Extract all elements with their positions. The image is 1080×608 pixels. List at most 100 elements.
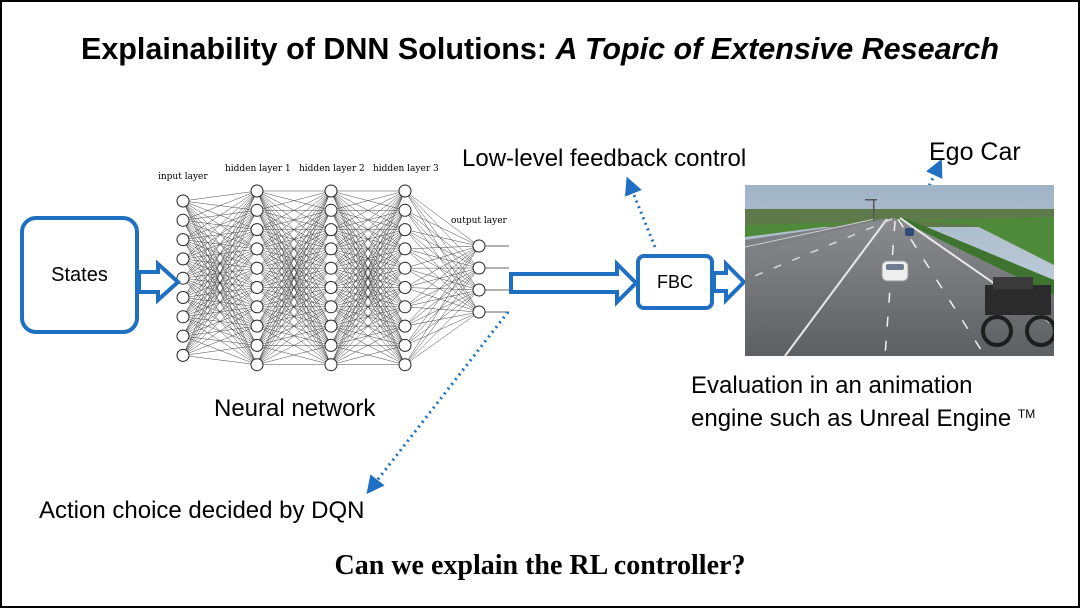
nn-node-layer-0 (176, 194, 190, 208)
nn-edge (182, 190, 258, 317)
nn-node-layer-1 (250, 242, 264, 256)
nn-edge (330, 190, 406, 288)
nn-edge (182, 355, 258, 365)
nn-edge (256, 190, 332, 211)
nn-edge (330, 306, 406, 365)
title-main: Explainability of DNN Solutions: (81, 32, 556, 66)
nn-node-layer-3 (398, 300, 412, 314)
nn-edge (182, 190, 258, 260)
nn-node-layer-3 (398, 338, 412, 352)
nn-edge (404, 229, 480, 247)
nn-node-layer-1 (250, 300, 264, 314)
nn-node-layer-0 (176, 291, 190, 304)
nn-node-layer-3 (398, 281, 412, 294)
states-label: States (51, 263, 108, 286)
nn-edges (182, 190, 509, 365)
nn-edge (330, 190, 406, 365)
trademark-symbol: TM (1017, 407, 1036, 421)
fbc-to-lowlevel-pointer (625, 176, 657, 248)
nn-edge (330, 210, 406, 365)
nn-edge (330, 325, 406, 365)
nn-node-layer-0 (176, 252, 190, 266)
output-to-action-pointer (366, 311, 510, 495)
nn-node-layer-3 (398, 358, 412, 372)
nn-edge (256, 325, 332, 365)
nn-edge (404, 267, 480, 288)
nn-edge (404, 289, 480, 365)
nn-node-layer-0 (176, 233, 190, 247)
nn-edge (256, 190, 332, 346)
nn-edge (256, 268, 332, 365)
nn-node-layer-0 (176, 329, 190, 343)
nn-edge (404, 287, 480, 291)
nn-edge (256, 345, 332, 365)
nn-edge (182, 248, 258, 356)
nn-edge (404, 267, 480, 291)
nn-node-layer-2 (324, 300, 338, 314)
nn-edge (404, 306, 480, 313)
nn-node-layer-4 (472, 239, 486, 253)
nn-edge (330, 229, 406, 365)
evaluation-line-1: Evaluation in an animation (691, 372, 973, 399)
nn-edge (330, 248, 406, 365)
nn-edge (182, 306, 258, 356)
nn-node-layer-3 (398, 242, 412, 256)
nn-edge (404, 287, 480, 313)
nn-edge (330, 287, 406, 365)
nn-edge (404, 190, 480, 269)
nn-edge (256, 190, 332, 269)
nn-edge (182, 190, 258, 298)
nn-to-fbc-arrow (509, 259, 639, 307)
nn-edge (182, 210, 258, 356)
nn-edge (404, 210, 480, 291)
nn-edge (256, 229, 332, 365)
nn-node-layer-4 (472, 283, 486, 297)
nn-edge (256, 287, 332, 365)
nn-node-layer-1 (250, 358, 264, 372)
nn-edge (404, 248, 480, 291)
nn-edge (330, 190, 406, 269)
nn-edge (404, 190, 480, 313)
evaluation-line-2-text: engine such as Unreal Engine (691, 405, 1012, 432)
nn-edge (182, 190, 258, 279)
nn-nodes (176, 184, 486, 372)
nn-node-layer-2 (324, 242, 338, 256)
nn-edge (330, 268, 406, 365)
nn-edge (182, 325, 258, 356)
ego-car-label: Ego Car (929, 138, 1021, 166)
nn-edge (256, 190, 332, 307)
nn-edge (404, 267, 480, 307)
nn-edge (404, 229, 480, 269)
nn-edge (330, 190, 406, 327)
nn-edge (182, 229, 258, 356)
nn-edge (330, 190, 406, 230)
fbc-box: FBC (636, 254, 714, 310)
low-level-feedback-label: Low-level feedback control (462, 145, 747, 172)
nn-node-layer-2 (324, 184, 338, 198)
nn-label-hidden3: hidden layer 3 (373, 164, 439, 174)
nn-node-layer-2 (324, 338, 338, 352)
driving-scene-svg (745, 185, 1054, 356)
driving-scene-image (745, 185, 1054, 356)
nn-edge (330, 190, 406, 346)
nn-edge (404, 245, 480, 307)
nn-node-layer-2 (324, 261, 338, 275)
nn-edge (256, 210, 332, 365)
nn-edge (182, 287, 258, 356)
nn-edge (330, 190, 406, 211)
nn-edge (182, 190, 258, 202)
nn-node-layer-1 (250, 319, 264, 333)
ego-car (881, 260, 909, 282)
nn-node-layer-1 (250, 184, 264, 198)
nn-edge (404, 248, 480, 313)
nn-node-layer-3 (398, 319, 412, 333)
nn-edge (256, 248, 332, 365)
nn-node-layer-3 (398, 184, 412, 198)
fbc-label: FBC (657, 271, 693, 292)
nn-edge (404, 210, 480, 269)
nn-edge (404, 229, 480, 313)
nn-label-output: output layer (451, 216, 507, 226)
nn-node-layer-3 (398, 261, 412, 275)
